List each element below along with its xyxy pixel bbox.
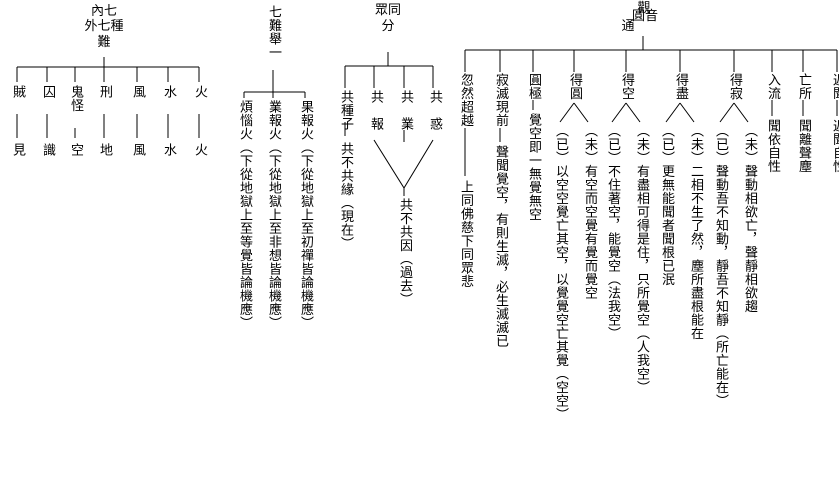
step-deyuan-before: （未）有空而空覺有覺而覺空: [582, 124, 597, 300]
guanyin-header-line3: 通: [621, 19, 635, 34]
section2-branch-3: 煩惱火（下從地獄上至等覺皆論機應）: [237, 100, 252, 330]
section1-bottom-6: 識: [40, 143, 55, 157]
step-yuanji-desc: 覺空即一無覺無空: [526, 113, 541, 221]
step-ruliu-label: 入流: [765, 73, 780, 100]
zhong-header-line2: 分: [381, 19, 395, 34]
section1-bottom-5: 空: [68, 143, 83, 157]
step-deji-after: （已）聲動吾不知動，靜吾不知靜（所亡能在）: [713, 124, 728, 408]
section1-bottom-3: 風: [130, 143, 145, 157]
step-ruliu-desc: 聞依自性: [765, 119, 780, 173]
step-deyuan-after: （已）以空空覺亡其空，以覺覺空亡其覺（空空）: [553, 124, 568, 421]
section1-top-6: 囚: [40, 85, 55, 99]
step-yuanji-label: 圓極: [526, 73, 541, 100]
step-jimie-label: 寂滅現前: [493, 73, 508, 127]
section1-bottom-7: 見: [10, 143, 25, 157]
step-huran-desc: 上同佛慈下同眾悲: [458, 180, 473, 288]
step-jimie-desc: 聲聞覺空，有則生滅，必生滅滅已: [493, 145, 508, 348]
step-wangsuo-label: 亡所: [796, 73, 811, 100]
section1-bottom-2: 水: [161, 143, 176, 157]
section3-branch-2: 共業: [398, 90, 413, 144]
section2-branch-1: 果報火（下從地獄上至初禪皆論機應）: [298, 100, 313, 330]
step-huran-label: 忽然超越: [458, 73, 473, 127]
step-dekong-label: 得空: [619, 73, 634, 100]
step-deyuan-label: 得圓: [567, 73, 582, 100]
section3-seed-result: 共不共緣（現在）: [338, 142, 353, 250]
step-deji-before: （未）聲動相欲亡，聲靜相欲趨: [742, 124, 757, 313]
step-dekong-before: （未）有盡相可得是住，只所覺空（人我空）: [634, 124, 649, 394]
step-dejin-before: （未）二相不生了然，塵所盡根能在: [688, 124, 703, 340]
guanyin-header-line1: 觀: [637, 1, 651, 16]
section1-top-4: 刑: [97, 85, 112, 99]
section1-bottom-1: 火: [192, 143, 207, 157]
section3-branch-1: 共惑: [427, 90, 442, 144]
step-fanwen-desc: 返聞自性: [830, 119, 839, 173]
step-wangsuo-desc: 聞離聲塵: [796, 119, 811, 173]
neiwai-header-line3: 難: [97, 35, 111, 50]
neiwai-header-line1: 內七: [90, 4, 117, 19]
section1-top-7: 賊: [10, 85, 25, 99]
section1-top-3: 風: [130, 85, 145, 99]
section1-top-1: 火: [192, 85, 207, 99]
zhong-header-line1: 眾同: [374, 3, 401, 18]
step-dekong-after: （已）不住著空，能覺空（法我空）: [605, 124, 620, 340]
neiwai-header-line2: 外七種: [84, 19, 124, 34]
section3-branch-3: 共報: [368, 90, 383, 144]
section2-branch-2: 業報火（下從地獄上至非想皆論機應）: [266, 100, 281, 330]
step-fanwen-label: 返聞: [830, 73, 839, 100]
section1-top-5: 鬼怪: [68, 85, 83, 112]
section1-bottom-4: 地: [97, 143, 112, 157]
guanyin-header-line2: 圓音: [631, 9, 658, 24]
step-dejin-after: （已）更無能聞者聞根已泯: [659, 124, 674, 286]
section3-result: 共不共因（過去）: [397, 198, 412, 306]
step-deji-label: 得寂: [727, 73, 742, 100]
section1-top-2: 水: [161, 85, 176, 99]
section3-seed-label: 共種子: [338, 90, 353, 131]
qinan-header: 七難舉一: [266, 5, 281, 59]
step-dejin-label: 得盡: [673, 73, 688, 100]
